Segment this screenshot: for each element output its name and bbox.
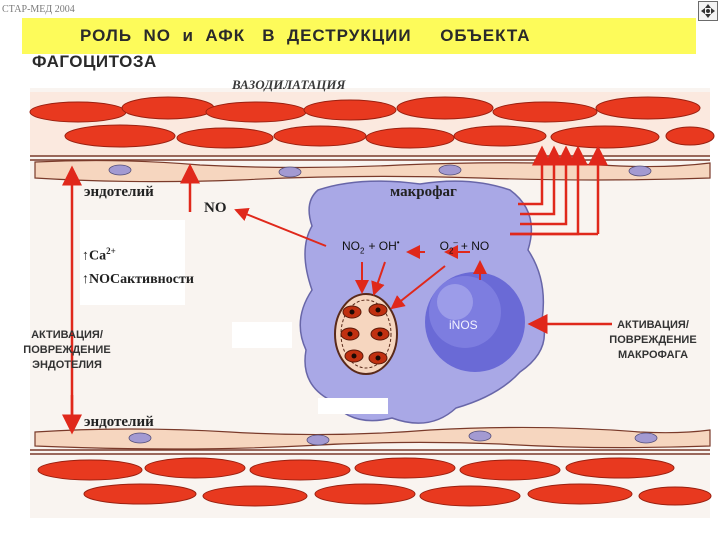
reaction-o2-charge: –: [453, 238, 458, 247]
slide-nav-icon[interactable]: [698, 1, 718, 21]
reaction-arrows: [234, 207, 612, 334]
no-label: NO: [204, 200, 227, 216]
reaction-o2-sub: 2: [448, 246, 454, 256]
corner-tag: СТАР-МЕД 2004: [2, 4, 75, 15]
no-vasodilation-arrows: [62, 163, 200, 435]
activation-macrophage-label: АКТИВАЦИЯ/ ПОВРЕЖДЕНИЕ МАКРОФАГА: [590, 318, 716, 363]
title-banner: [22, 18, 696, 54]
calcium-superscript: 2+: [106, 246, 116, 256]
macrophage-no-release-arrows: [510, 145, 608, 236]
activation-endothelium-line3: ЭНДОТЕЛИЯ: [32, 359, 102, 371]
endothelium-bottom-label: эндотелий: [84, 414, 154, 430]
calcium-label: ↑Ca2+: [82, 246, 116, 265]
reaction-no2-sub: 2: [360, 246, 365, 256]
activation-macrophage-line3: МАКРОФАГА: [617, 349, 689, 361]
phagosome: [334, 293, 398, 375]
reaction-no2: NO: [342, 239, 360, 253]
endothelium-bottom-band: [34, 426, 711, 450]
inos-label: iNOS: [449, 318, 478, 332]
calcium-text: ↑Ca: [82, 248, 107, 264]
slide-subtitle: ФАГОЦИТОЗА: [32, 52, 157, 71]
activation-macrophage-line1: АКТИВАЦИЯ/: [617, 319, 689, 331]
endothelium-top-label: эндотелий: [84, 184, 154, 200]
smooth-muscle-layer-bottom: [37, 457, 712, 507]
nos-activity-label: ↑NOCактивности: [82, 272, 194, 287]
activation-macrophage-line2: ПОВРЕЖДЕНИЕ: [609, 334, 697, 346]
slide-title: РОЛЬ NO и АФК В ДЕСТРУКЦИИ ОБЪЕКТА: [80, 26, 531, 45]
smooth-muscle-layer: [29, 92, 715, 156]
nav-arrows-icon: [701, 4, 715, 18]
activation-endothelium-line1: АКТИВАЦИЯ/: [31, 329, 103, 341]
activation-endothelium-label: АКТИВАЦИЯ/ ПОВРЕЖДЕНИЕ ЭНДОТЕЛИЯ: [2, 328, 132, 373]
reaction-radical-dot: •: [396, 238, 400, 247]
reaction-oh: + OH: [368, 239, 397, 253]
macrophage-label: макрофаг: [390, 184, 457, 200]
reaction-plus-no: + NO: [460, 239, 490, 253]
vasodilation-label: ВАЗОДИЛАТАЦИЯ: [232, 77, 346, 92]
reaction-o2: O: [439, 239, 449, 253]
reaction-equation: NO2+ OH•O2–+ NO: [342, 235, 489, 258]
activation-endothelium-line2: ПОВРЕЖДЕНИЕ: [23, 344, 111, 356]
